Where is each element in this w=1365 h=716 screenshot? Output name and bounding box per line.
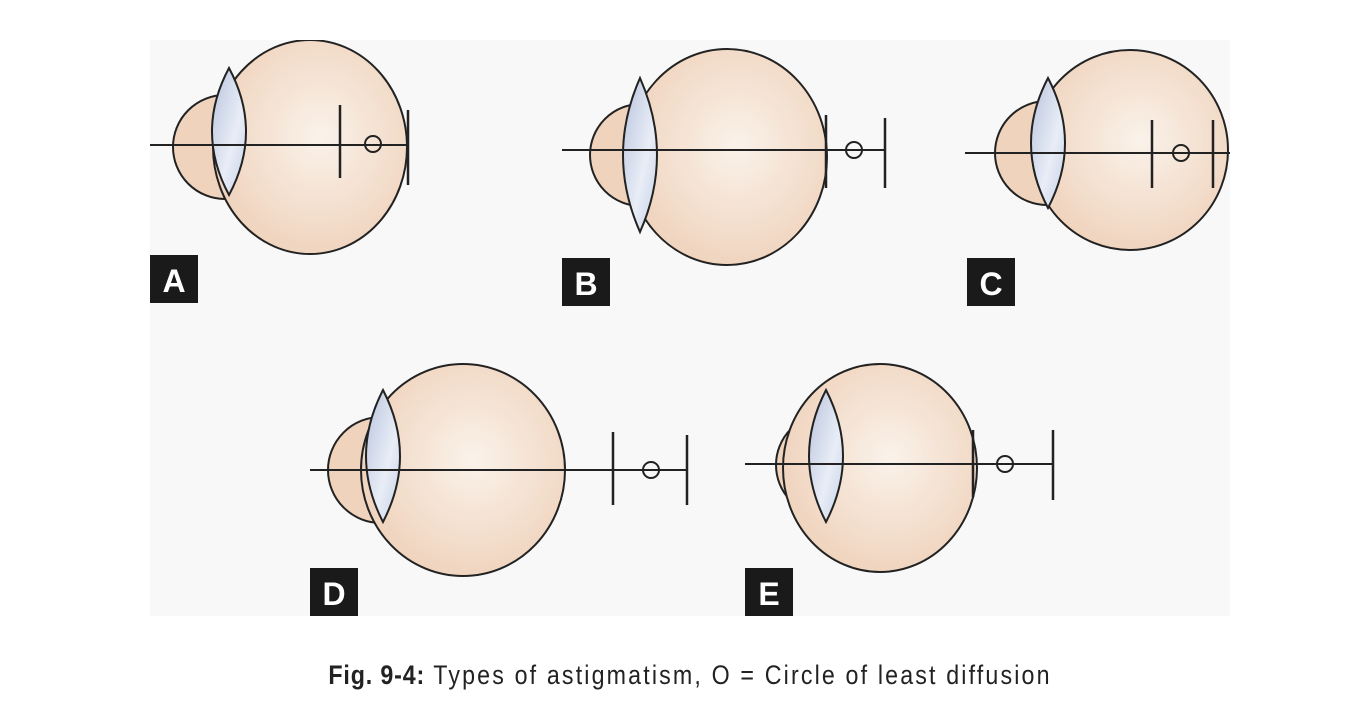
lens	[211, 65, 247, 198]
eye-diagram-e	[745, 363, 1055, 573]
panel-label-a: A	[150, 255, 198, 303]
eye-diagram-c	[965, 49, 1230, 251]
label-box	[967, 258, 1015, 306]
circle-of-least-diffusion	[364, 135, 382, 153]
panel-label-d: D	[310, 568, 358, 616]
circle-of-least-diffusion	[996, 455, 1014, 473]
eye-diagram-b	[562, 48, 887, 266]
label-text: C	[979, 266, 1002, 302]
circle-of-least-diffusion	[845, 141, 863, 159]
panel-label-c: C	[967, 258, 1015, 306]
caption-text: Types of astigmatism, O = Circle of leas…	[433, 660, 1052, 690]
panel-label-e: E	[745, 568, 793, 616]
label-text: E	[758, 576, 779, 612]
lens	[365, 387, 401, 525]
label-box	[562, 258, 610, 306]
label-text: D	[322, 576, 345, 612]
figure-caption: Fig. 9-4: Types of astigmatism, O = Circ…	[97, 660, 1284, 691]
eye-diagram-d	[310, 363, 689, 577]
caption-prefix: Fig. 9-4:	[328, 660, 426, 690]
circle-of-least-diffusion	[642, 461, 660, 479]
eye-diagram-a	[150, 40, 410, 255]
circle-of-least-diffusion	[1172, 144, 1190, 162]
lens	[622, 75, 658, 235]
label-box	[310, 568, 358, 616]
lens	[1030, 75, 1066, 211]
label-text: A	[162, 263, 185, 299]
panel-label-b: B	[562, 258, 610, 306]
lens	[808, 387, 844, 525]
label-text: B	[574, 266, 597, 302]
label-box	[745, 568, 793, 616]
label-box	[150, 255, 198, 303]
